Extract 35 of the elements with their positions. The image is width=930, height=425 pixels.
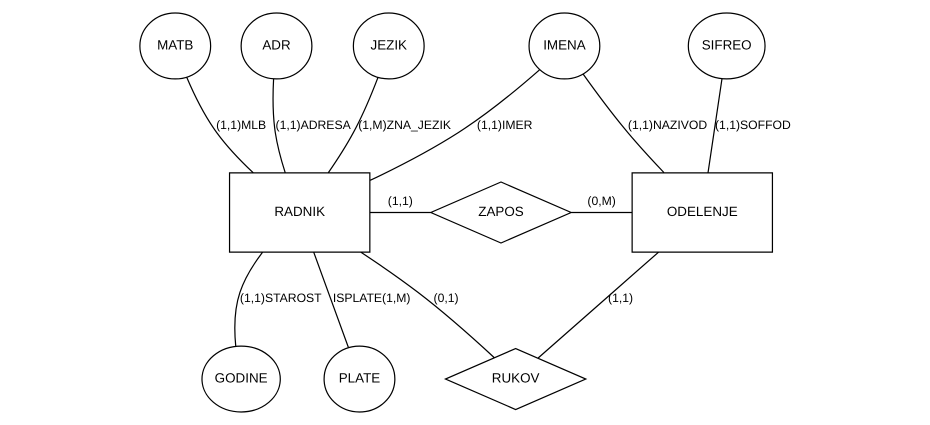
node-circle: JEZIK xyxy=(352,12,425,80)
node-diamond: RUKOV xyxy=(444,348,588,410)
connector xyxy=(538,252,659,358)
node-box: RADNIK xyxy=(228,172,370,253)
edge-label: (1,1)IMER xyxy=(476,118,532,132)
node-ellipse: SIFREO xyxy=(688,12,766,80)
connector xyxy=(571,212,632,214)
node-box: ODELENJE xyxy=(632,172,774,253)
edge-label: (1,1)SOFFOD xyxy=(714,118,791,132)
connector xyxy=(272,78,286,173)
edge-label: (1,1)NAZIVOD xyxy=(628,118,708,132)
node-circle: MATB xyxy=(139,12,212,80)
node-circle: PLATE xyxy=(323,345,396,413)
node-circle: IMENA xyxy=(528,12,600,80)
connector xyxy=(186,77,254,174)
connector xyxy=(328,77,378,173)
connector xyxy=(582,74,664,173)
node-ellipse: GODINE xyxy=(201,345,281,413)
connector xyxy=(313,252,349,348)
connector xyxy=(360,252,495,358)
edge-label: (1,1) xyxy=(388,194,413,208)
edge-label: (1,1)STAROST xyxy=(240,291,322,306)
connector xyxy=(370,69,540,181)
edge-label: ISPLATE(1,M) xyxy=(332,291,410,306)
connector xyxy=(707,78,723,173)
connector xyxy=(234,252,263,346)
edge-label: (1,M)ZNA_JEZIK xyxy=(358,118,451,132)
node-circle: ADR xyxy=(240,12,312,80)
edge-label: (1,1) xyxy=(608,291,634,306)
edge-label: (1,1)ADRESA xyxy=(276,118,351,132)
node-diamond: ZAPOS xyxy=(429,181,573,244)
connector xyxy=(370,212,431,214)
edge-label: (0,M) xyxy=(587,194,616,208)
edge-label: (0,1) xyxy=(434,291,459,306)
edge-label: (1,1)MLB xyxy=(216,118,266,132)
